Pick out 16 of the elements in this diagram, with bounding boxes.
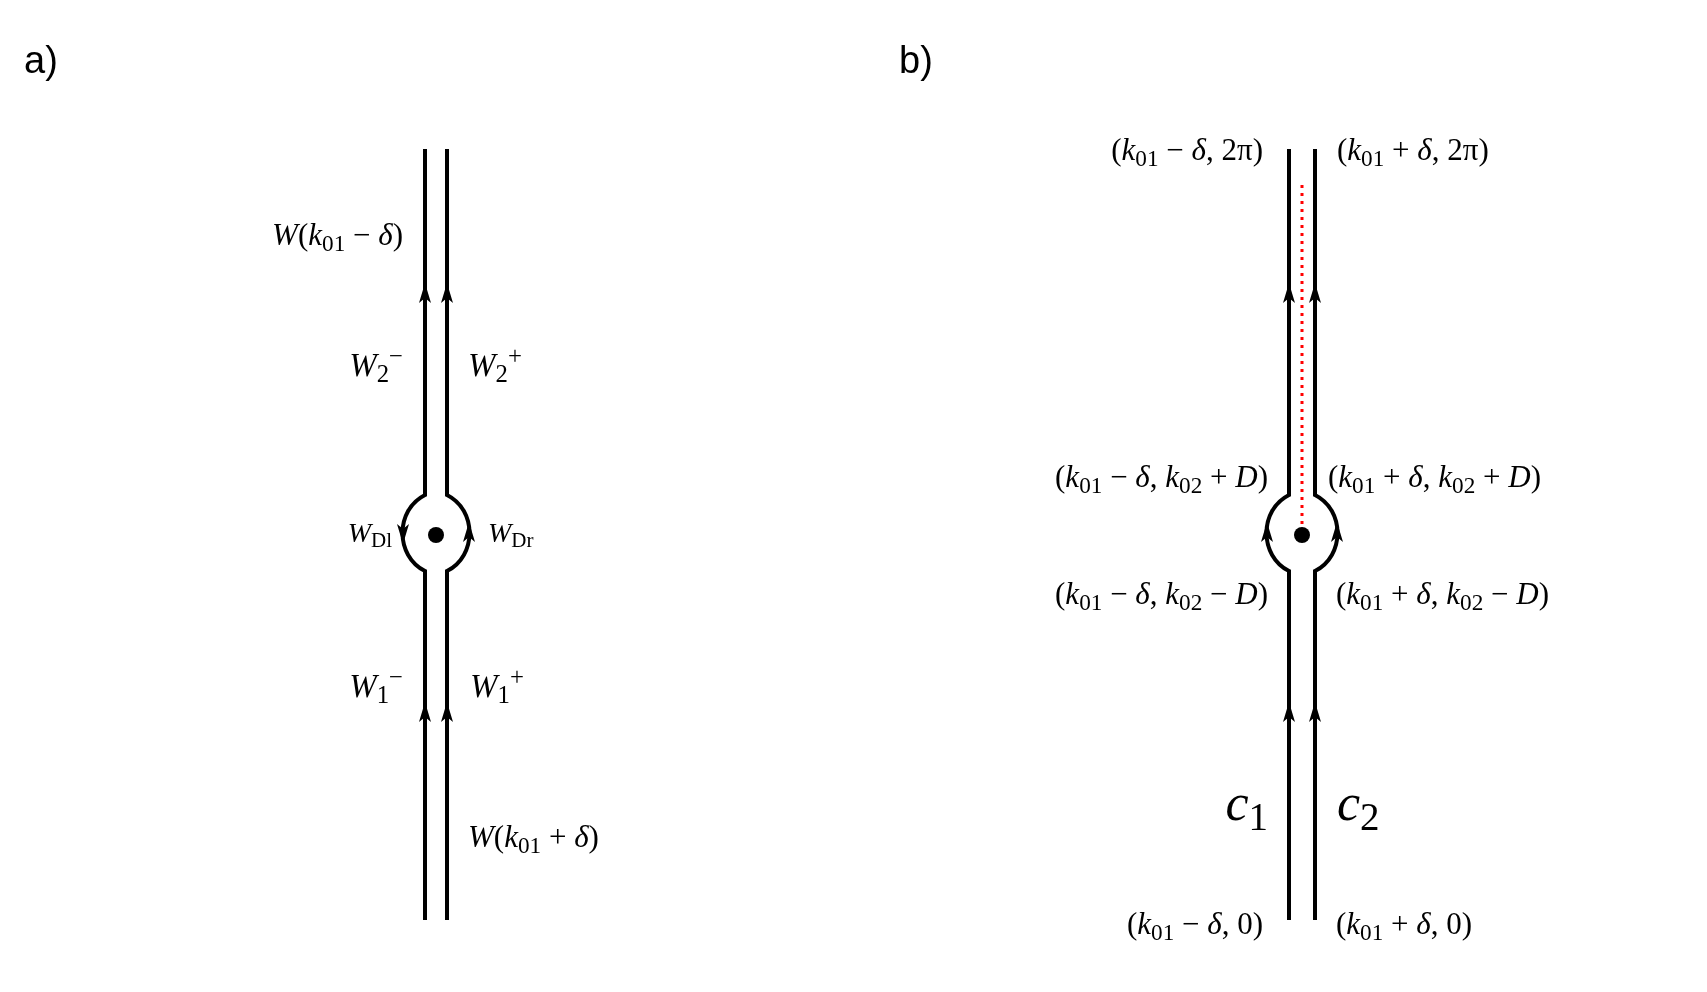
panel-label: a) [24,41,58,79]
math-label: W$_{Dl}$ [347,519,392,547]
coordinate-label: (k$_{01}$ − δ, 2π) [1111,133,1263,165]
panel-label: b) [899,41,933,79]
coordinate-label: (k$_{01}$ − δ, k$_{02}$ + D) [1055,460,1268,492]
coordinate-label: (k$_{01}$ − δ, 0) [1126,907,1263,939]
contour-label: c$_{2}$ [1337,777,1380,829]
math-label: W(k$_{01}$ − δ) [272,218,403,250]
coordinate-label: (k$_{01}$ + δ, 2π) [1337,133,1489,165]
coordinate-label: (k$_{01}$ + δ, k$_{02}$ − D) [1336,577,1549,609]
math-label: W(k$_{01}$ + δ) [468,820,599,852]
contour-label: c$_{1}$ [1225,777,1268,829]
coordinate-label: (k$_{01}$ + δ, k$_{02}$ + D) [1328,460,1541,492]
math-label: W$_{Dr}$ [488,519,534,547]
coordinate-label: (k$_{01}$ − δ, k$_{02}$ − D) [1055,577,1268,609]
coordinate-label: (k$_{01}$ + δ, 0) [1336,907,1473,939]
